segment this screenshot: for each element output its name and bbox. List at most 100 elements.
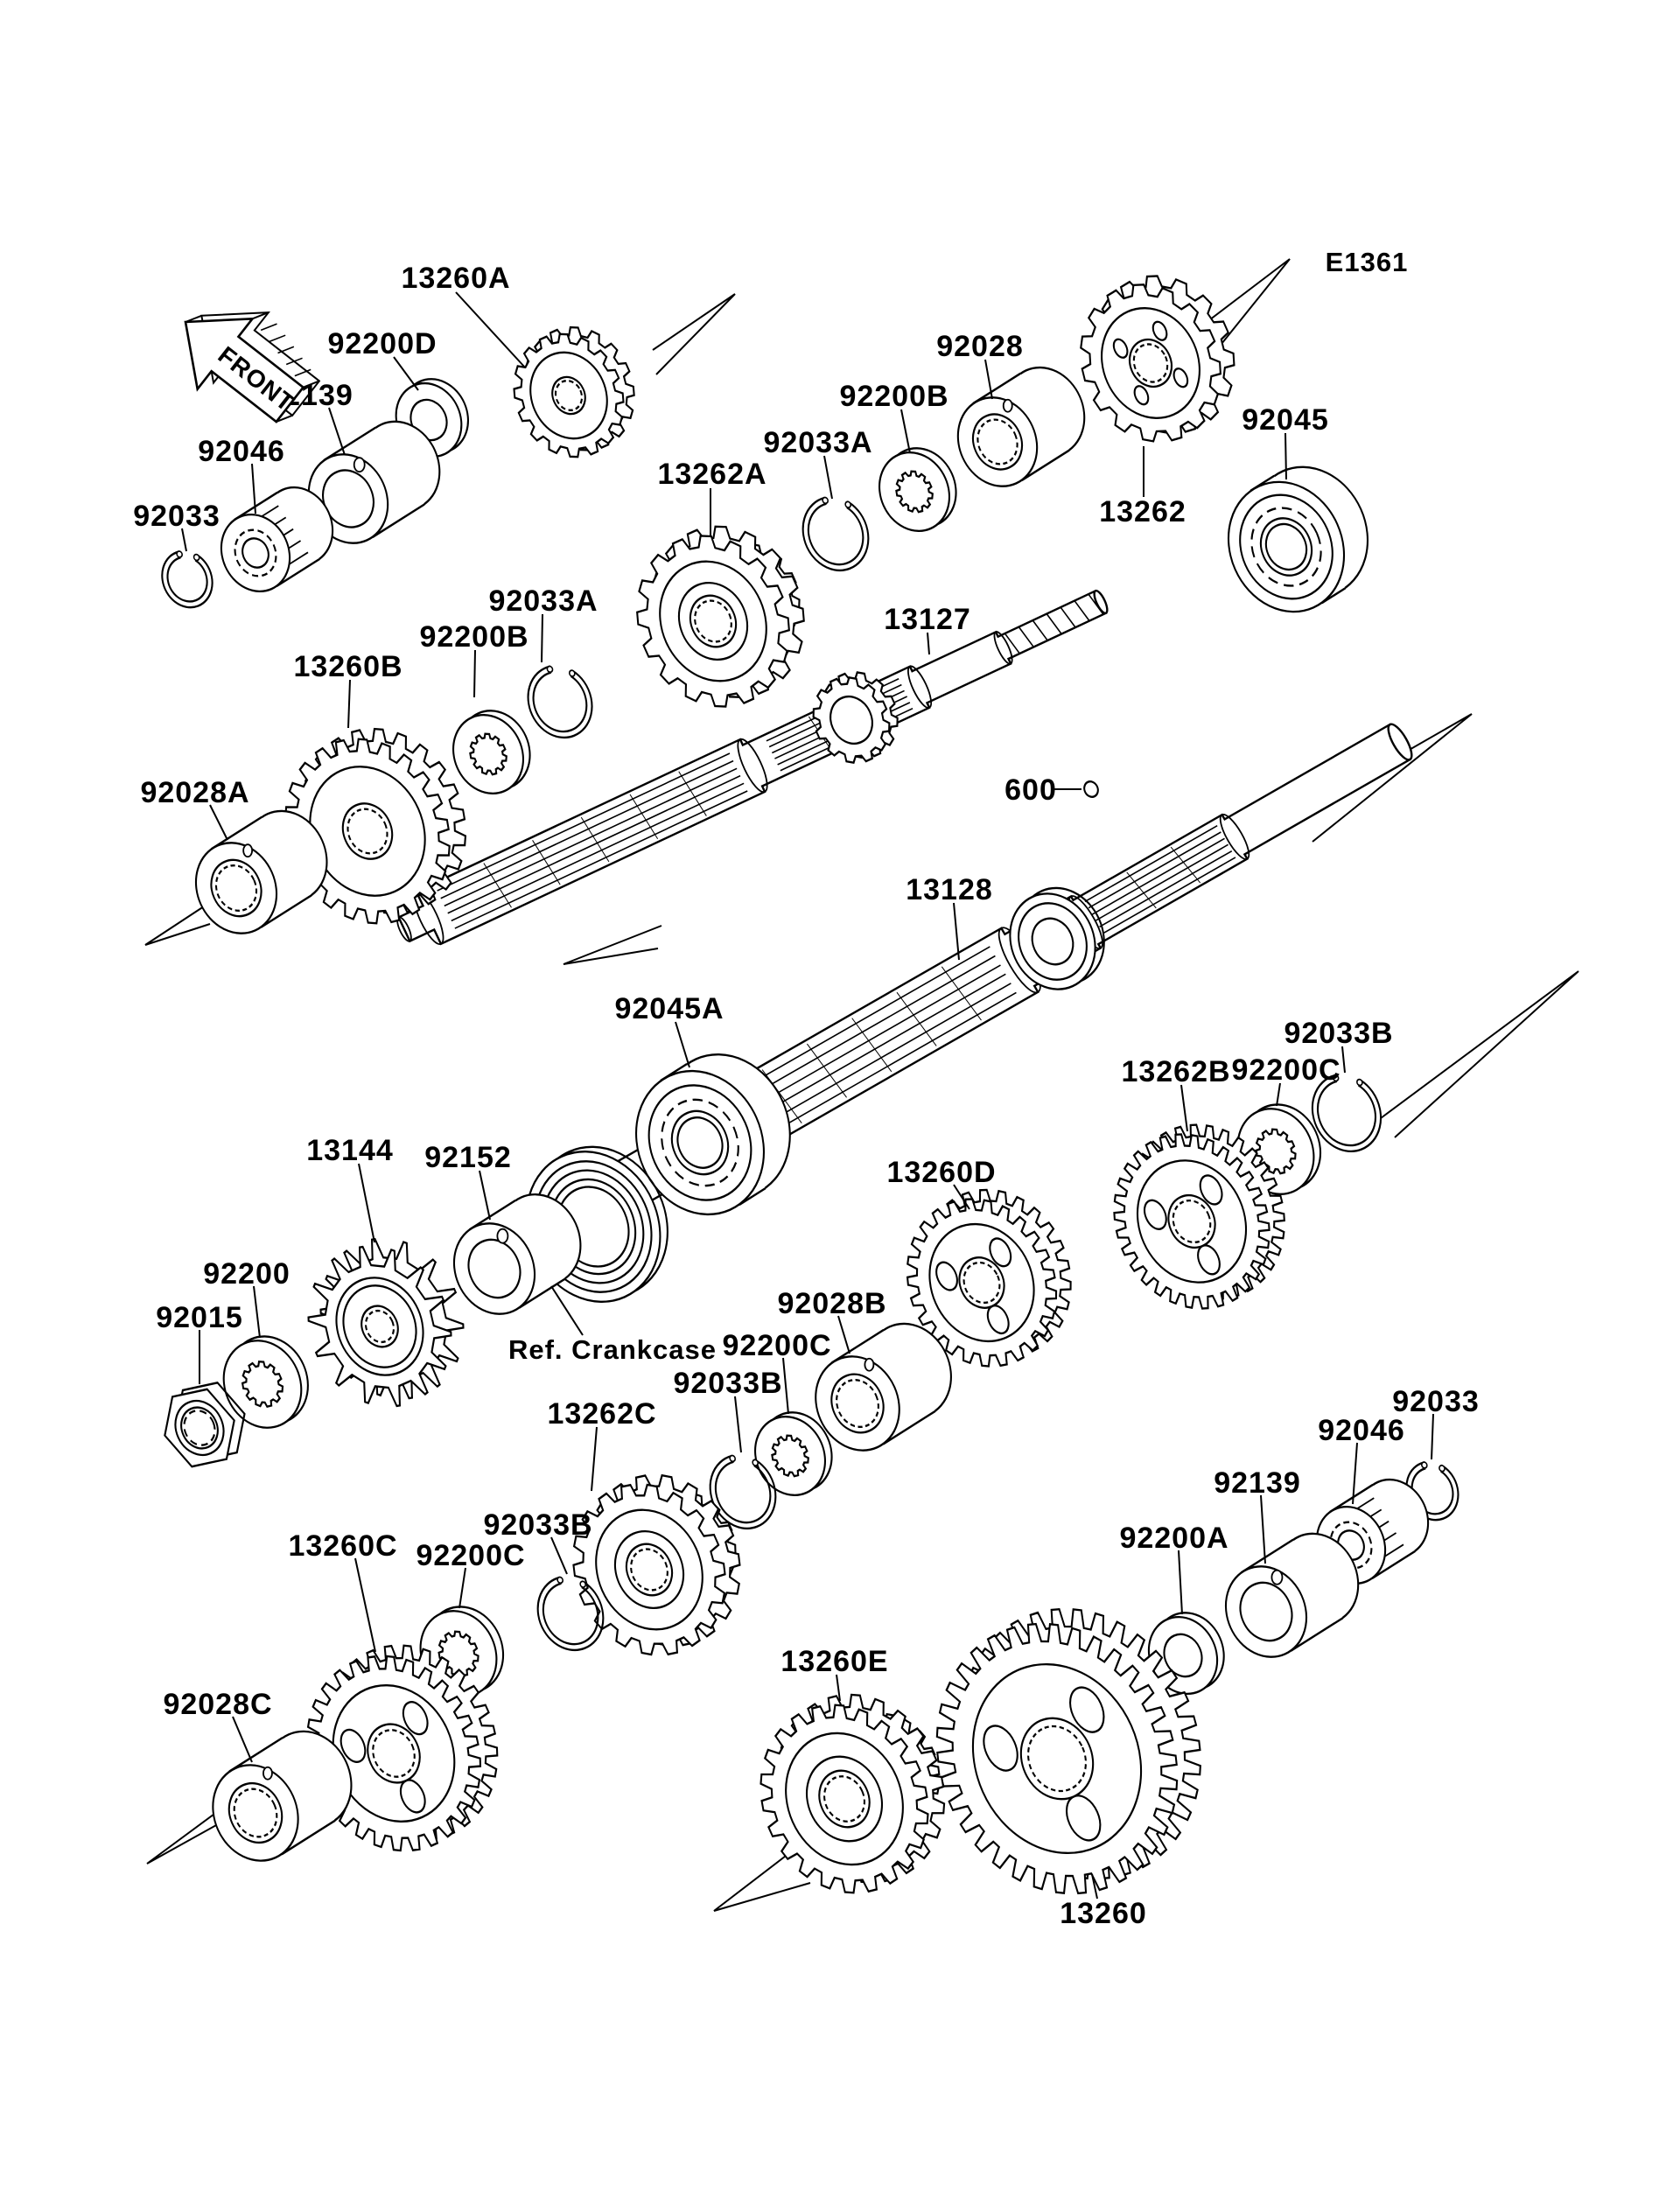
speed-line-arrow	[1201, 258, 1291, 349]
part-13262A-drawing	[636, 525, 805, 708]
part-label-92015: 92015	[156, 1301, 243, 1334]
leader-line-92139-1	[328, 407, 346, 456]
part-label-92200C-1: 92200C	[1231, 1053, 1340, 1087]
part-92033B-1-drawing	[1311, 1074, 1382, 1153]
part-label-92028B: 92028B	[777, 1287, 886, 1320]
part-label-13260D: 13260D	[886, 1156, 996, 1189]
part-label-13260B: 13260B	[293, 650, 402, 683]
part-92046-2-drawing	[1315, 1478, 1430, 1585]
leader-line-13144	[358, 1163, 375, 1243]
part-92033-1-drawing	[161, 550, 214, 609]
part-92028B-drawing	[815, 1322, 952, 1452]
part-13260E-drawing	[760, 1693, 946, 1894]
part-label-92028: 92028	[936, 330, 1024, 363]
part-label-13262C: 13262C	[547, 1397, 656, 1431]
part-label-92200B-2: 92200B	[419, 620, 528, 654]
part-92152-drawing	[452, 1193, 582, 1315]
part-label-92046-2: 92046	[1318, 1414, 1405, 1447]
part-92200B-2-drawing	[452, 710, 531, 795]
part-92033A-1-drawing	[802, 496, 870, 572]
part-92139-2-drawing	[1224, 1532, 1360, 1658]
leader-line-92033B-2	[734, 1396, 742, 1453]
part-92033B-3-drawing	[536, 1576, 605, 1652]
part-label-13260A: 13260A	[401, 262, 510, 295]
part-label-92033B-2: 92033B	[673, 1367, 782, 1400]
leader-line-92200B-2	[473, 649, 476, 698]
part-label-92033-1: 92033	[133, 500, 220, 533]
leader-line-13260A	[455, 291, 526, 368]
part-label-92200C-3: 92200C	[416, 1539, 525, 1572]
part-label-600: 600	[1004, 773, 1057, 807]
leader-line-13260C	[354, 1557, 376, 1653]
part-92200C-2-drawing	[754, 1411, 833, 1497]
part-label-13262B: 13262B	[1121, 1055, 1230, 1088]
part-92200-drawing	[222, 1335, 309, 1429]
leader-line-13127	[927, 632, 930, 655]
speed-line-arrow	[713, 1852, 811, 1912]
front-direction-arrow: FRONT	[184, 311, 321, 423]
part-label-92200B-1: 92200B	[839, 380, 948, 413]
leader-line-13260E	[836, 1674, 841, 1702]
leader-line-92028	[984, 359, 993, 400]
part-label-92033B-3: 92033B	[483, 1508, 592, 1542]
part-label-e1361: E1361	[1326, 247, 1409, 277]
part-label-92045A: 92045A	[614, 992, 724, 1025]
part-label-92033A-2: 92033A	[488, 584, 598, 618]
leader-line-92028C	[232, 1716, 253, 1763]
part-label-13260E: 13260E	[780, 1645, 888, 1678]
leader-line-13128	[953, 902, 960, 961]
part-label-13262: 13262	[1099, 495, 1186, 528]
part-13144-drawing	[307, 1237, 465, 1408]
part-92028A-drawing	[194, 809, 328, 934]
leader-line-92200	[253, 1285, 261, 1339]
part-label-13144: 13144	[306, 1134, 394, 1167]
part-13262B-drawing	[1113, 1123, 1285, 1310]
part-label-92028A: 92028A	[140, 776, 249, 809]
speed-line-arrow	[652, 293, 736, 375]
part-13127-pinion-drawing	[812, 671, 899, 764]
part-92033B-2-drawing	[709, 1454, 777, 1530]
front-arrow-shape: FRONT	[184, 311, 321, 423]
leader-line-92200C-3	[458, 1567, 466, 1609]
part-label-13260: 13260	[1060, 1897, 1147, 1930]
leader-line-92200B-1	[900, 409, 911, 454]
part-label-ref-crankcase: Ref. Crankcase	[508, 1334, 717, 1365]
part-13260B-drawing	[284, 727, 467, 925]
part-13128-flange-drawing	[1009, 886, 1105, 990]
leader-line-92046-1	[251, 463, 256, 514]
part-92028C-drawing	[212, 1730, 353, 1862]
part-label-92200D: 92200D	[327, 327, 437, 360]
leader-line-13262B	[1180, 1084, 1188, 1132]
part-92015-drawing	[164, 1382, 246, 1468]
part-92139-1-drawing	[307, 420, 441, 544]
leader-line-92200D	[393, 356, 419, 391]
speed-line-arrow	[563, 925, 662, 965]
leader-line-92152	[479, 1170, 491, 1221]
part-label-92139-2: 92139	[1214, 1466, 1301, 1500]
leader-line-92200C-2	[782, 1357, 789, 1415]
leader-line-92033-1	[181, 528, 187, 552]
leader-line-92200C-1	[1276, 1082, 1281, 1107]
part-13260C-drawing	[305, 1644, 499, 1852]
leader-line-ref-crankcase	[550, 1285, 584, 1336]
part-92046-1-drawing	[220, 486, 334, 593]
leader-line-13260D	[953, 1184, 970, 1210]
leader-line-92045A	[675, 1021, 690, 1068]
leader-line-92028A	[209, 804, 228, 841]
part-label-13127: 13127	[884, 603, 971, 636]
part-label-92028C: 92028C	[163, 1688, 272, 1721]
part-13260-drawing	[935, 1607, 1201, 1895]
part-label-13262A: 13262A	[657, 458, 766, 491]
leader-line-92045	[1284, 432, 1287, 480]
leader-lines-layer	[181, 291, 1434, 1900]
part-92200B-1-drawing	[878, 447, 957, 533]
part-label-92200A: 92200A	[1119, 1522, 1228, 1555]
part-92045-drawing	[1227, 465, 1369, 613]
leader-line-92028B	[837, 1315, 850, 1354]
part-92045A-drawing	[635, 1053, 791, 1216]
leader-line-92033B-3	[550, 1536, 568, 1575]
leader-line-92200A	[1178, 1550, 1183, 1615]
part-shaft-13127-shaft-drawing	[396, 589, 1109, 946]
part-13260A-drawing	[513, 325, 635, 458]
